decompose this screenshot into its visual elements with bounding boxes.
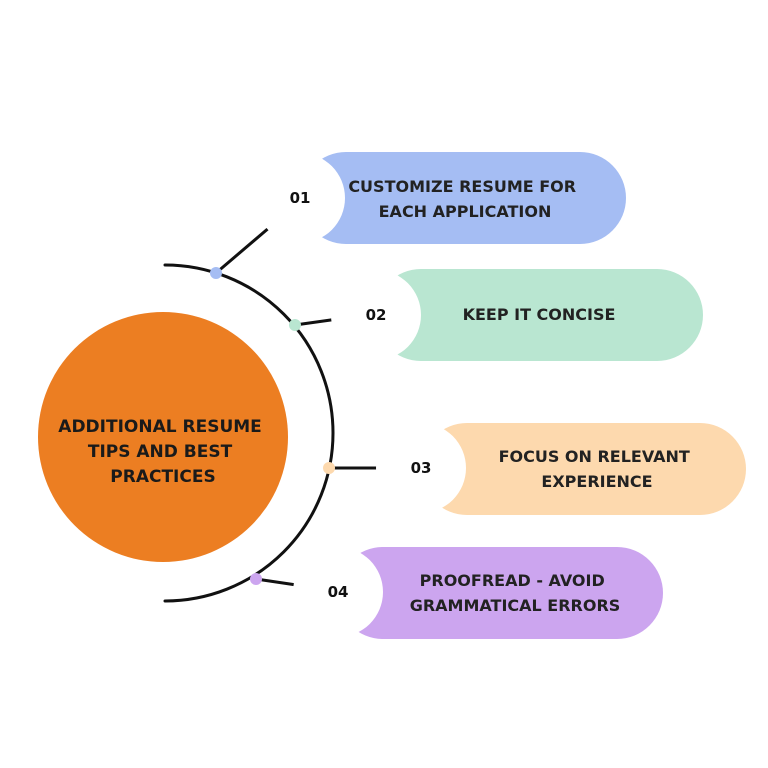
center-circle — [38, 312, 288, 562]
tip-text-04: PROOFREAD - AVOID GRAMMATICAL ERRORS — [410, 571, 621, 615]
center-title-line-3: PRACTICES — [110, 467, 215, 487]
tip-text-01-line-2: EACH APPLICATION — [379, 202, 552, 221]
center-title-line-1: ADDITIONAL RESUME — [58, 417, 262, 437]
tip-text-02-line-1: KEEP IT CONCISE — [463, 305, 616, 324]
tip-card-02: 02 KEEP IT CONCISE — [331, 269, 703, 361]
tip-text-01: CUSTOMIZE RESUME FOR EACH APPLICATION — [348, 177, 581, 221]
number-label-04: 04 — [328, 583, 349, 601]
tip-card-03: 03 FOCUS ON RELEVANT EXPERIENCE — [376, 423, 746, 515]
tip-pill-01 — [300, 152, 626, 244]
tip-pill-04 — [337, 547, 663, 639]
tip-text-03-line-1: FOCUS ON RELEVANT — [499, 447, 690, 466]
arc-dot-03 — [323, 462, 335, 474]
tip-text-01-line-1: CUSTOMIZE RESUME FOR — [348, 177, 576, 196]
tip-pill-03 — [421, 423, 746, 515]
number-label-02: 02 — [366, 306, 387, 324]
center-title: ADDITIONAL RESUME TIPS AND BEST PRACTICE… — [58, 417, 267, 487]
number-badge-04 — [293, 547, 383, 637]
tip-pill-02 — [375, 269, 703, 361]
arc-dot-01 — [210, 267, 222, 279]
number-badge-02 — [331, 270, 421, 360]
arc-dot-02 — [289, 319, 301, 331]
tip-card-01: 01 CUSTOMIZE RESUME FOR EACH APPLICATION — [255, 152, 626, 244]
tip-text-04-line-1: PROOFREAD - AVOID — [420, 571, 605, 590]
tip-text-03-line-2: EXPERIENCE — [541, 472, 652, 491]
center-title-line-2: TIPS AND BEST — [88, 442, 233, 462]
number-badge-01 — [255, 153, 345, 243]
number-label-01: 01 — [290, 189, 311, 207]
tip-text-04-line-2: GRAMMATICAL ERRORS — [410, 596, 621, 615]
connector-line-01 — [214, 219, 279, 275]
arc-dot-04 — [250, 573, 262, 585]
number-label-03: 03 — [411, 459, 432, 477]
number-badge-03 — [376, 423, 466, 513]
tip-text-02: KEEP IT CONCISE — [463, 305, 616, 324]
outer-arc — [163, 263, 335, 603]
tip-text-03: FOCUS ON RELEVANT EXPERIENCE — [499, 447, 696, 491]
tip-card-04: 04 PROOFREAD - AVOID GRAMMATICAL ERRORS — [293, 547, 663, 639]
